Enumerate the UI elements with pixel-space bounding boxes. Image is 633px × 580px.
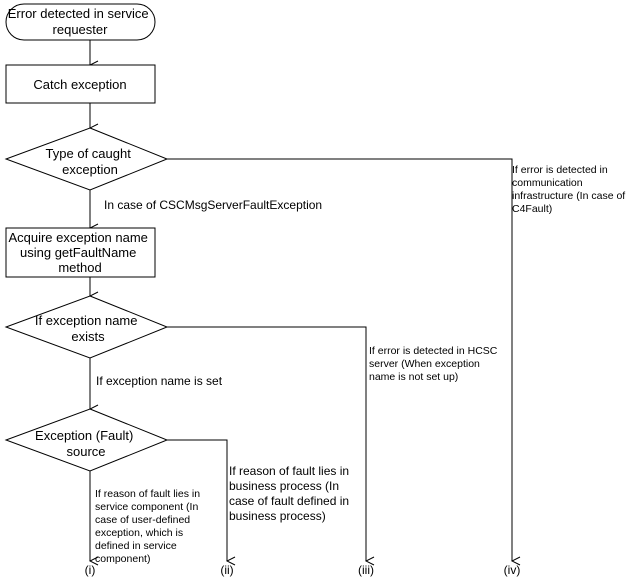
label-name-set: If exception name is set	[96, 374, 223, 388]
source-decision-text: Exception (Fault) source	[35, 428, 137, 459]
acquire-name-text: Acquire exception name using getFaultNam…	[8, 230, 151, 275]
acquire-name-box	[5, 227, 156, 278]
type-decision-diamond	[4, 127, 169, 191]
label-c4fault: If error is detected in communication in…	[512, 164, 628, 215]
outcome-ii: (ii)	[220, 563, 233, 577]
connector-to-iv	[167, 158, 512, 561]
outcome-iii: (iii)	[358, 563, 374, 577]
outcome-iv: (iv)	[504, 563, 521, 577]
connector-to-iii	[167, 326, 366, 561]
label-business: If reason of fault lies in business proc…	[229, 464, 352, 523]
label-hcsc: If error is detected in HCSC server (Whe…	[369, 345, 500, 383]
outcome-i: (i)	[85, 563, 96, 577]
label-cscmsg: In case of CSCMsgServerFaultException	[104, 198, 322, 212]
catch-exception-text: Catch exception	[33, 77, 126, 92]
start-text: Error detected in service requester	[8, 6, 153, 37]
catch-exception-box	[5, 64, 156, 104]
source-decision-diamond	[4, 408, 169, 472]
connector-to-ii	[167, 439, 227, 561]
start-terminator	[5, 3, 156, 41]
exists-decision-text: If exception name exists	[35, 313, 141, 344]
type-decision-text: Type of caught exception	[46, 146, 135, 177]
label-service: If reason of fault lies in service compo…	[95, 488, 203, 565]
exists-decision-diamond	[4, 295, 169, 359]
